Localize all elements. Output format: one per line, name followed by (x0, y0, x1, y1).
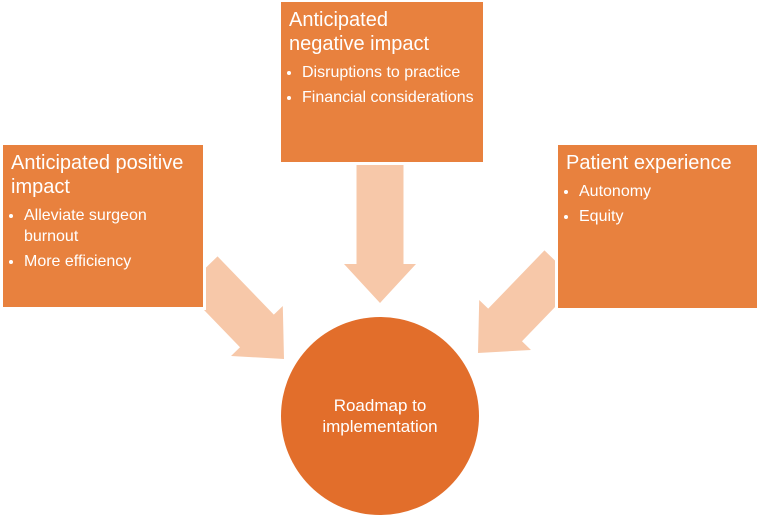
bullet-item: Equity (579, 207, 751, 228)
box-anticipated-negative-impact: Anticipated negative impact Disruptions … (278, 0, 486, 165)
arrow-positive-to-roadmap (183, 256, 284, 359)
circle-label: Roadmap to implementation (322, 395, 438, 436)
bullet-item: More efficiency (24, 252, 197, 273)
arrow-negative-to-roadmap (344, 165, 416, 303)
box-patient-experience: Patient experience Autonomy Equity (555, 142, 760, 311)
box-title: Anticipated negative impact (289, 9, 430, 55)
box-bullet-list: Disruptions to practice Financial consid… (287, 63, 477, 109)
center-circle-roadmap: Roadmap to implementation (281, 317, 479, 515)
box-anticipated-positive-impact: Anticipated positive impact Alleviate su… (0, 142, 206, 310)
box-title: Anticipated positive impact (11, 152, 184, 198)
arrow-patient-to-roadmap (478, 250, 579, 353)
bullet-item: Alleviate surgeon burnout (24, 206, 197, 248)
box-title: Patient experience (566, 152, 732, 174)
bullet-item: Autonomy (579, 182, 751, 203)
bullet-item: Financial considerations (302, 88, 477, 109)
box-bullet-list: Autonomy Equity (564, 182, 751, 228)
box-bullet-list: Alleviate surgeon burnout More efficienc… (9, 206, 197, 272)
bullet-item: Disruptions to practice (302, 63, 477, 84)
